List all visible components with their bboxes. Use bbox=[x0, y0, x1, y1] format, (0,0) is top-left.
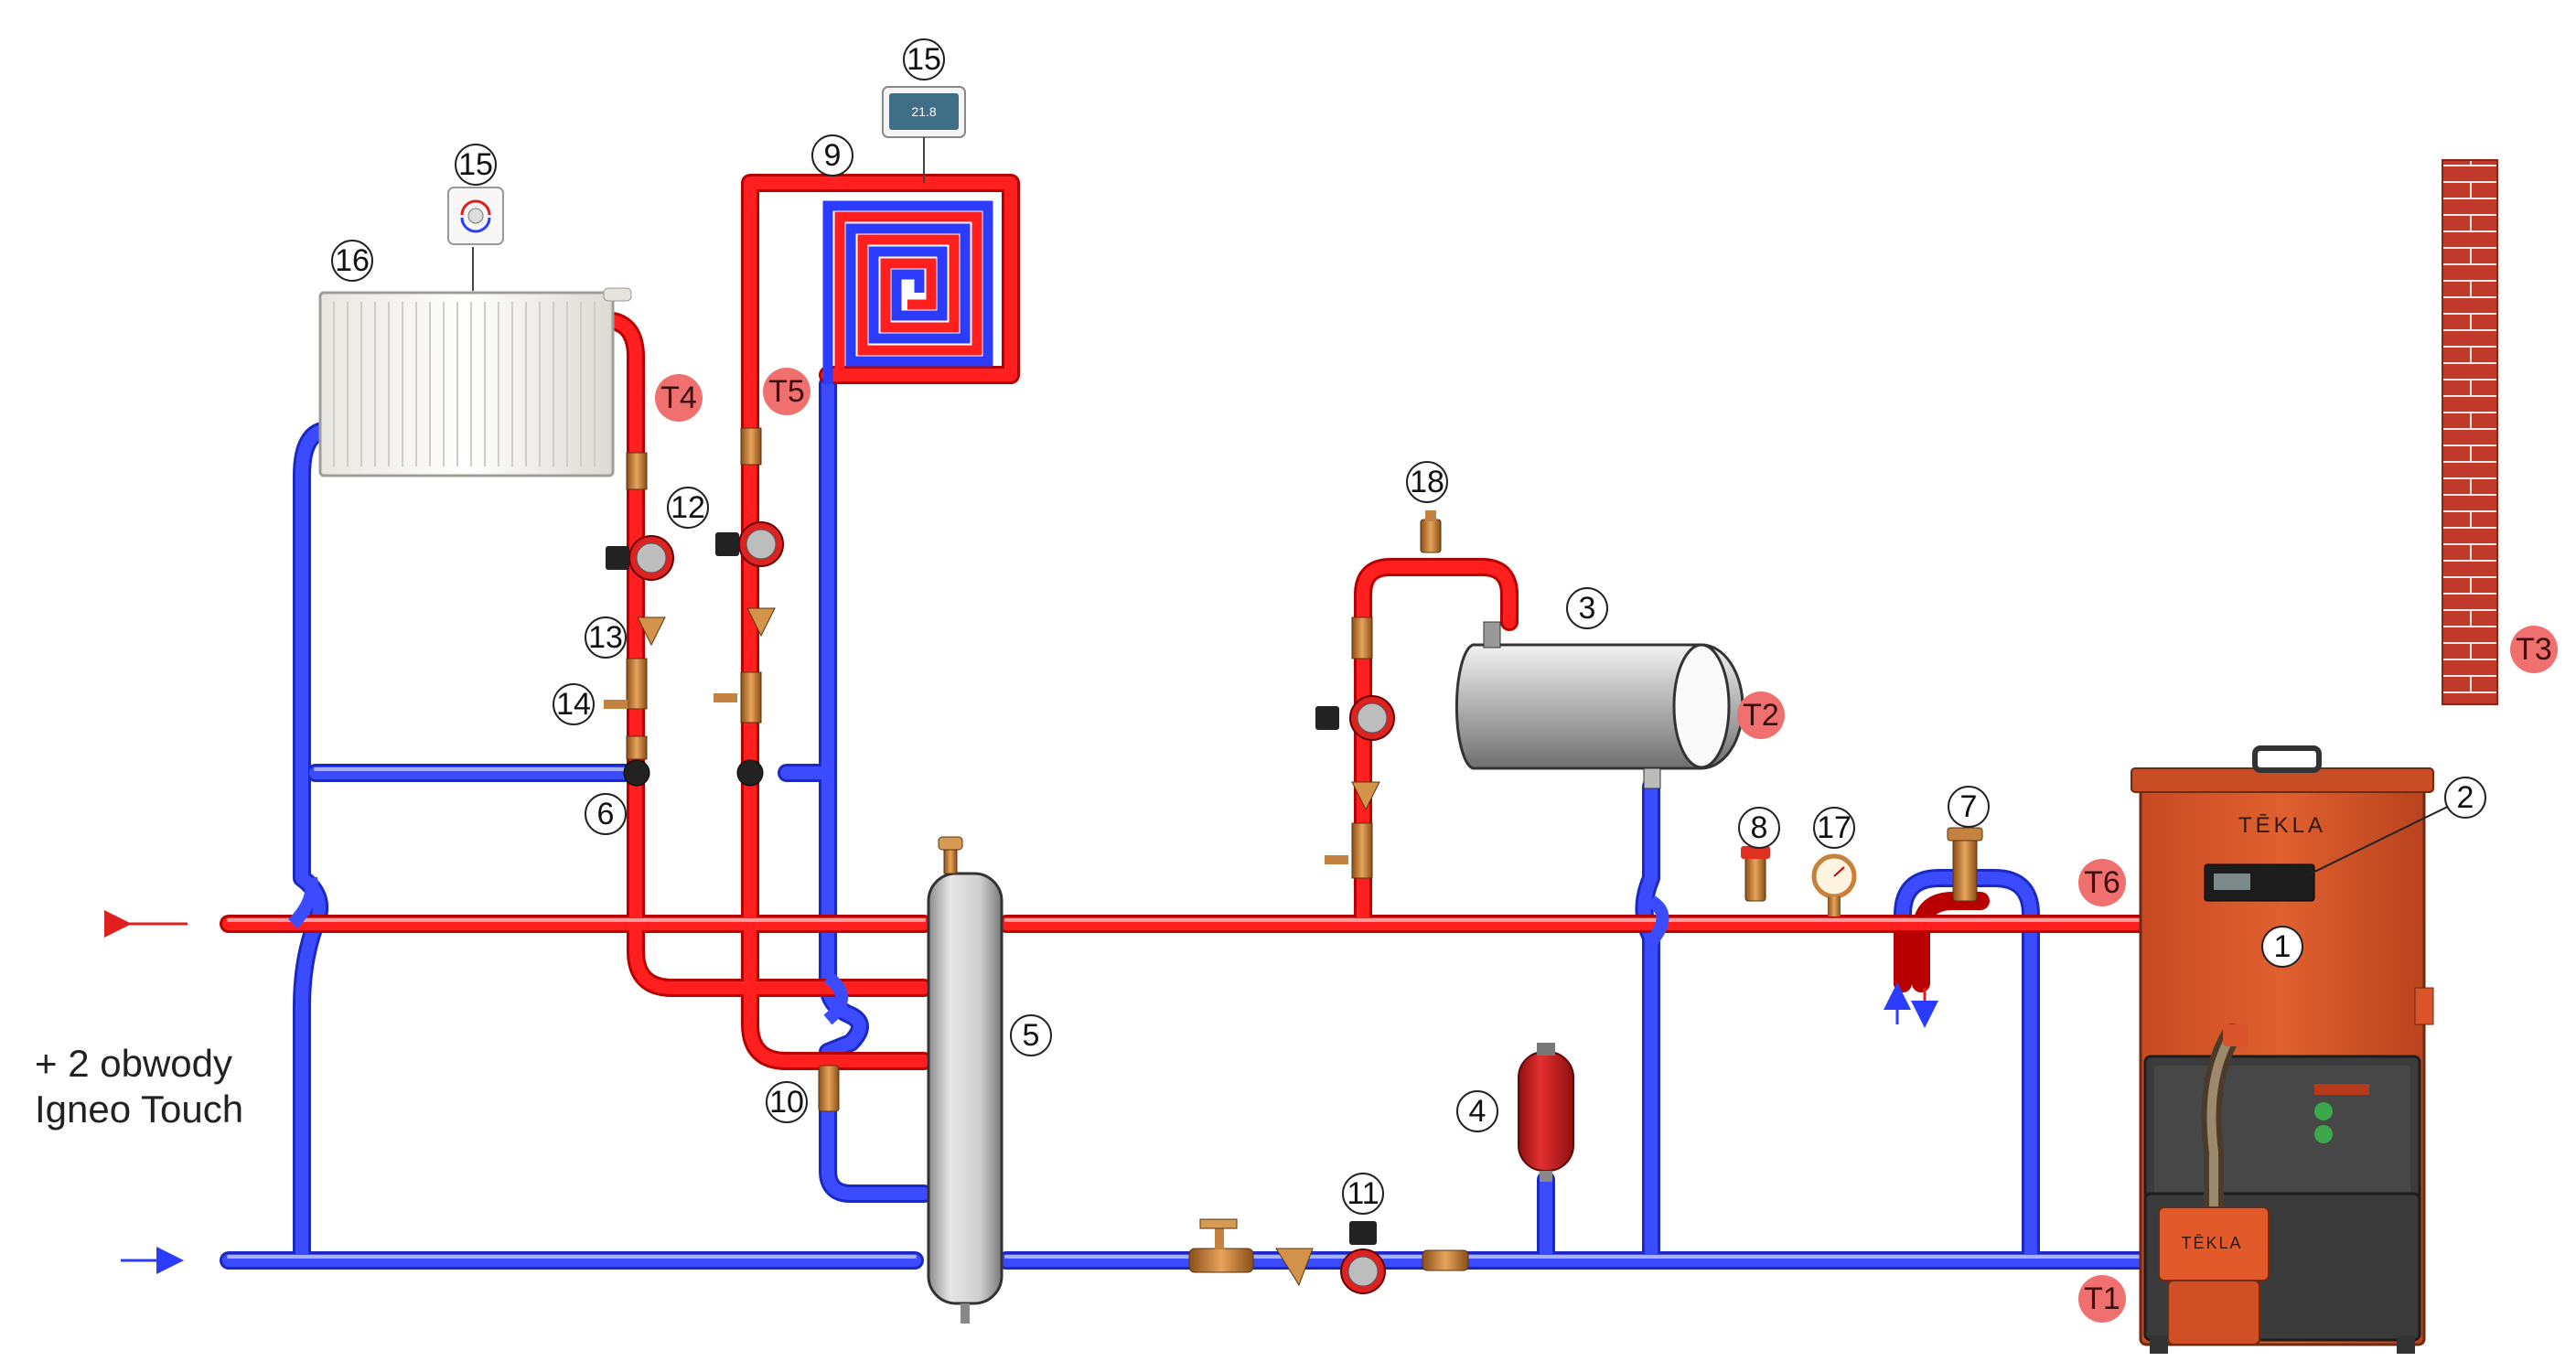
svg-text:T6: T6 bbox=[2084, 865, 2120, 900]
thermostatic-valve bbox=[1947, 827, 1983, 902]
sensor-t4: T4 bbox=[655, 374, 703, 422]
burner-brand: TĒKLA bbox=[2181, 1234, 2242, 1252]
svg-text:18: 18 bbox=[1410, 465, 1444, 499]
sensor-t3: T3 bbox=[2510, 626, 2558, 673]
sensor-t1: T1 bbox=[2078, 1275, 2126, 1323]
expansion-vessel bbox=[1518, 1043, 1574, 1182]
radiator bbox=[318, 247, 632, 477]
svg-text:9: 9 bbox=[824, 138, 842, 173]
svg-text:5: 5 bbox=[1023, 1018, 1040, 1053]
callout-18: 18 bbox=[1406, 461, 1448, 503]
safety-valve bbox=[1741, 846, 1770, 902]
svg-text:7: 7 bbox=[1960, 789, 1978, 824]
callout-8: 8 bbox=[1738, 807, 1780, 849]
callout-11: 11 bbox=[1342, 1173, 1384, 1215]
callout-4: 4 bbox=[1456, 1090, 1498, 1132]
callout-7: 7 bbox=[1948, 786, 1990, 828]
svg-text:3: 3 bbox=[1579, 591, 1596, 626]
touch-panel-display: 21.8 bbox=[911, 104, 936, 119]
controller-leader-line bbox=[2304, 799, 2462, 877]
callout-15-floor: 15 bbox=[903, 38, 945, 80]
callout-14: 14 bbox=[553, 683, 595, 725]
svg-text:2: 2 bbox=[2457, 780, 2474, 815]
callout-12: 12 bbox=[667, 487, 709, 529]
dhw-loading-pump bbox=[1315, 616, 1395, 879]
svg-text:T1: T1 bbox=[2084, 1281, 2120, 1316]
return-pipes bbox=[220, 375, 2186, 1270]
note-line-2: Igneo Touch bbox=[35, 1088, 244, 1131]
callout-2: 2 bbox=[2444, 777, 2486, 819]
pipe-crossings bbox=[287, 876, 1669, 1025]
air-vent-dhw bbox=[1420, 510, 1442, 553]
svg-text:T2: T2 bbox=[1743, 698, 1779, 733]
additional-circuits-note: + 2 obwody Igneo Touch bbox=[35, 1041, 309, 1132]
underfloor-circuit-pump bbox=[714, 427, 784, 787]
hydraulic-separator bbox=[927, 836, 1004, 1324]
mixing-valve-fitting bbox=[818, 1065, 840, 1112]
sensor-t6: T6 bbox=[2078, 859, 2126, 906]
hot-water-tank bbox=[1454, 621, 1744, 789]
svg-text:1: 1 bbox=[2274, 929, 2292, 964]
callout-13: 13 bbox=[585, 616, 627, 659]
svg-text:14: 14 bbox=[556, 687, 591, 722]
component-callouts: 1 2 3 4 5 6 7 8 9 10 11 12 13 14 15 15 1… bbox=[331, 38, 2486, 1215]
callout-9: 9 bbox=[811, 134, 853, 177]
svg-text:T3: T3 bbox=[2516, 632, 2552, 667]
svg-text:T5: T5 bbox=[768, 374, 805, 409]
room-thermostat-touch: 21.8 bbox=[882, 86, 966, 183]
underfloor-heating-coil bbox=[822, 200, 1011, 384]
radiator-circuit-pump bbox=[604, 452, 674, 787]
note-line-1: + 2 obwody bbox=[35, 1042, 232, 1085]
callout-3: 3 bbox=[1566, 587, 1608, 629]
svg-text:8: 8 bbox=[1751, 810, 1768, 845]
sensor-t5: T5 bbox=[763, 368, 810, 415]
return-line-pump-set bbox=[1188, 1218, 1469, 1294]
room-thermostat-analog bbox=[447, 187, 504, 245]
callout-5: 5 bbox=[1010, 1014, 1052, 1056]
svg-text:T4: T4 bbox=[660, 381, 697, 415]
svg-text:17: 17 bbox=[1817, 810, 1852, 845]
svg-text:15: 15 bbox=[458, 147, 493, 182]
callout-6: 6 bbox=[585, 793, 627, 835]
temperature-sensors: T1 T2 T3 T4 T5 T6 bbox=[655, 368, 2558, 1323]
callout-1: 1 bbox=[2261, 926, 2303, 968]
svg-text:16: 16 bbox=[335, 243, 370, 278]
callout-16: 16 bbox=[331, 240, 373, 282]
callout-17: 17 bbox=[1813, 807, 1855, 849]
callout-10: 10 bbox=[766, 1081, 808, 1123]
svg-text:6: 6 bbox=[597, 797, 615, 831]
svg-text:15: 15 bbox=[907, 42, 941, 77]
svg-text:10: 10 bbox=[769, 1085, 804, 1120]
callout-15-radiator: 15 bbox=[455, 144, 497, 186]
pressure-gauge bbox=[1811, 853, 1857, 916]
supply-pipes bbox=[220, 174, 2168, 1070]
sensor-t2: T2 bbox=[1737, 691, 1785, 739]
svg-text:12: 12 bbox=[671, 490, 705, 525]
svg-text:11: 11 bbox=[1347, 1176, 1379, 1211]
svg-text:13: 13 bbox=[588, 620, 623, 655]
svg-text:4: 4 bbox=[1469, 1094, 1487, 1129]
boiler-brand: TĒKLA bbox=[2238, 813, 2326, 838]
brick-wall bbox=[2442, 159, 2498, 705]
pellet-boiler: TĒKLA TĒKLA bbox=[2131, 745, 2434, 1354]
